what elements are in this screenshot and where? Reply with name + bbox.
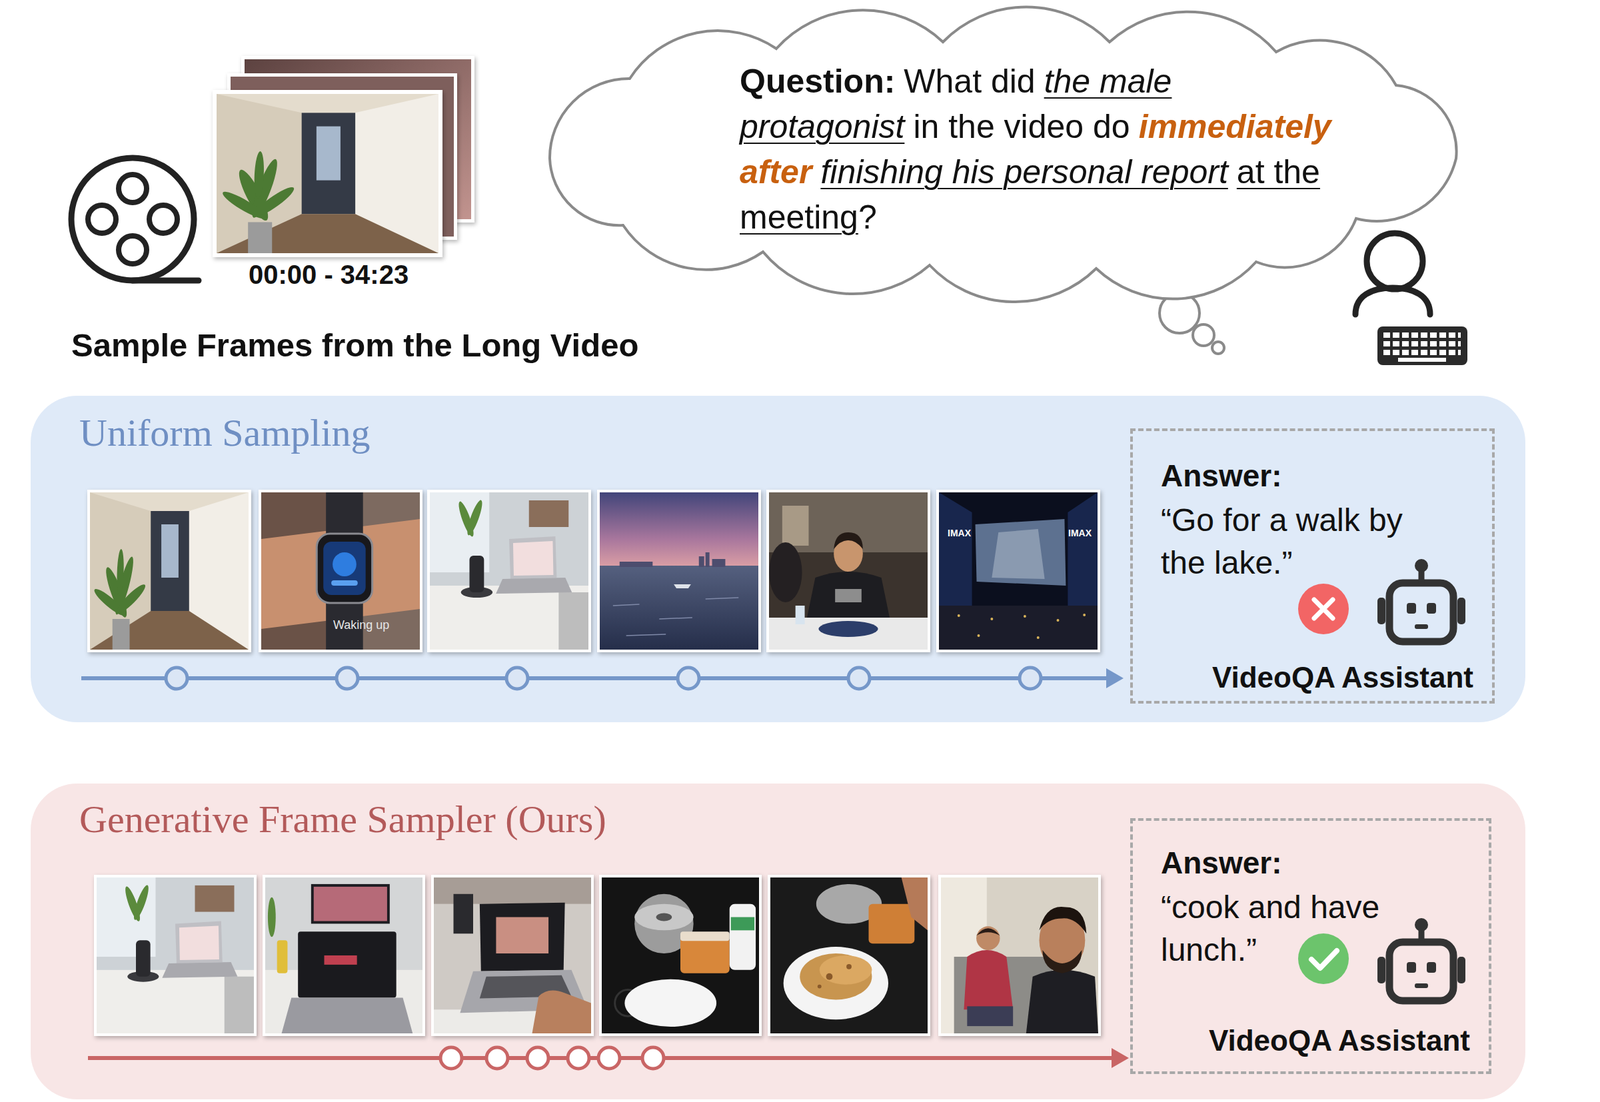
label-wrap: IMAX xyxy=(1068,527,1092,539)
sampling-panel: Generative Frame Sampler (Ours) Answer: “c… xyxy=(30,783,1526,1100)
label-wrap: IMAX xyxy=(947,527,971,539)
panel-title: Generative Frame Sampler (Ours) xyxy=(79,797,607,842)
robot-icon xyxy=(1377,918,1466,1001)
question-part: What did xyxy=(903,62,1035,100)
correct-mark xyxy=(1298,933,1349,985)
video-frames xyxy=(93,874,1101,1037)
panel-fill xyxy=(30,395,1526,723)
text-wrap: VideoQA Assistant xyxy=(1212,661,1474,695)
question-part: in the video do xyxy=(912,107,1130,146)
logo-text: IMAX xyxy=(1068,527,1092,539)
question-text: Question:What didthe male protagonistin … xyxy=(739,58,1347,240)
section-heading: Sample Frames from the Long Video xyxy=(71,326,639,364)
time-range: 00:00 - 34:23 xyxy=(248,259,409,290)
answer-heading: Answer: xyxy=(1160,844,1282,881)
thought-cloud: Question:What didthe male protagonistin … xyxy=(509,5,1500,307)
user-icon xyxy=(1355,233,1468,366)
panel-fill xyxy=(30,783,1526,1100)
label-wrap: 00:00 - 34:23 xyxy=(248,259,409,290)
assistant-name: VideoQA Assistant xyxy=(1208,1024,1471,1058)
label-wrap: Sample Frames from the Long Video xyxy=(71,326,639,364)
answer-text: “Go for a walk by the lake.” xyxy=(1160,499,1448,585)
wrong-mark xyxy=(1298,583,1349,635)
cloud-outline xyxy=(549,6,1457,302)
stacked-frames xyxy=(212,55,475,258)
text-wrap: Uniform Sampling xyxy=(79,410,371,456)
answer-box: Answer: “Go for a walk by the lake.” Video… xyxy=(1130,428,1495,704)
logo-text: IMAX xyxy=(947,527,971,539)
assistant-name: VideoQA Assistant xyxy=(1212,661,1474,695)
thought-bubbles xyxy=(1159,293,1225,354)
film-reel-icon xyxy=(71,157,199,281)
answer-box: Answer: “cook and have lunch.” VideoQA Ass… xyxy=(1130,818,1492,1075)
text-wrap: Answer: xyxy=(1160,844,1282,881)
video-frames xyxy=(87,489,1101,653)
robot-icon xyxy=(1377,559,1466,642)
text-wrap: VideoQA Assistant xyxy=(1208,1024,1471,1058)
timeline xyxy=(81,667,1124,690)
text-wrap: “cook and have lunch.” xyxy=(1160,886,1448,972)
question-part: Question: xyxy=(739,62,895,100)
answer-heading: Answer: xyxy=(1160,457,1282,494)
label-wrap: Waking up xyxy=(333,618,390,633)
question-part: finishing his personal report xyxy=(820,153,1228,191)
frame-caption: Waking up xyxy=(333,618,390,633)
answer-text: “cook and have lunch.” xyxy=(1160,886,1448,972)
question-wrap: Question:What didthe male protagonistin … xyxy=(739,58,1347,240)
panel-title: Uniform Sampling xyxy=(79,410,371,456)
text-wrap: Generative Frame Sampler (Ours) xyxy=(79,797,607,842)
sampling-panel: Uniform SamplingAnswer: “Go for a walk by… xyxy=(30,395,1526,723)
text-wrap: “Go for a walk by the lake.” xyxy=(1160,499,1448,585)
text-wrap: Answer: xyxy=(1160,457,1282,494)
timeline xyxy=(87,1047,1129,1069)
question-part: ? xyxy=(858,198,877,236)
